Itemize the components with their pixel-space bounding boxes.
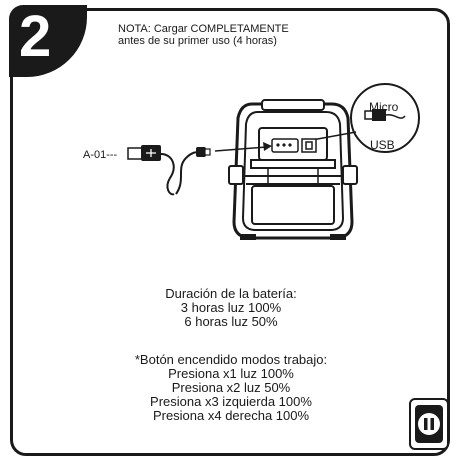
usb-cable-icon xyxy=(127,145,211,196)
battery-line-2: 6 horas luz 50% xyxy=(184,314,278,329)
insert-arrow xyxy=(214,142,272,152)
power-outlet-icon xyxy=(409,398,449,450)
callout-usb-label: USB xyxy=(370,138,395,152)
power-button-modes: *Botón encendido modos trabajo: Presiona… xyxy=(0,353,462,423)
work-lamp-icon xyxy=(228,99,358,240)
charge-note-line-2: antes de su primer uso (4 horas) xyxy=(118,35,277,47)
charge-note-line-1: NOTA: Cargar COMPLETAMENTE xyxy=(118,23,289,35)
micro-usb-plug-icon xyxy=(372,109,386,121)
callout-micro-label: Micro xyxy=(369,100,399,114)
mode-item: Presiona x2 luz 50% xyxy=(171,380,291,395)
mode-item: Presiona x4 derecha 100% xyxy=(152,408,310,423)
step-number: 2 xyxy=(19,4,52,69)
charge-note: NOTA: Cargar COMPLETAMENTE antes de su p… xyxy=(118,23,348,47)
battery-line-1: 3 horas luz 100% xyxy=(180,300,282,315)
battery-duration: Duración de la batería: 3 horas luz 100%… xyxy=(0,287,462,329)
mode-item: Presiona x1 luz 100% xyxy=(168,366,294,381)
cable-label: A-01--- xyxy=(83,149,118,161)
modes-title: *Botón encendido modos trabajo: xyxy=(134,352,328,367)
micro-usb-callout xyxy=(311,83,420,153)
step-frame: 2 xyxy=(9,4,450,456)
battery-title: Duración de la batería: xyxy=(165,286,297,301)
mode-item: Presiona x3 izquierda 100% xyxy=(150,394,312,409)
